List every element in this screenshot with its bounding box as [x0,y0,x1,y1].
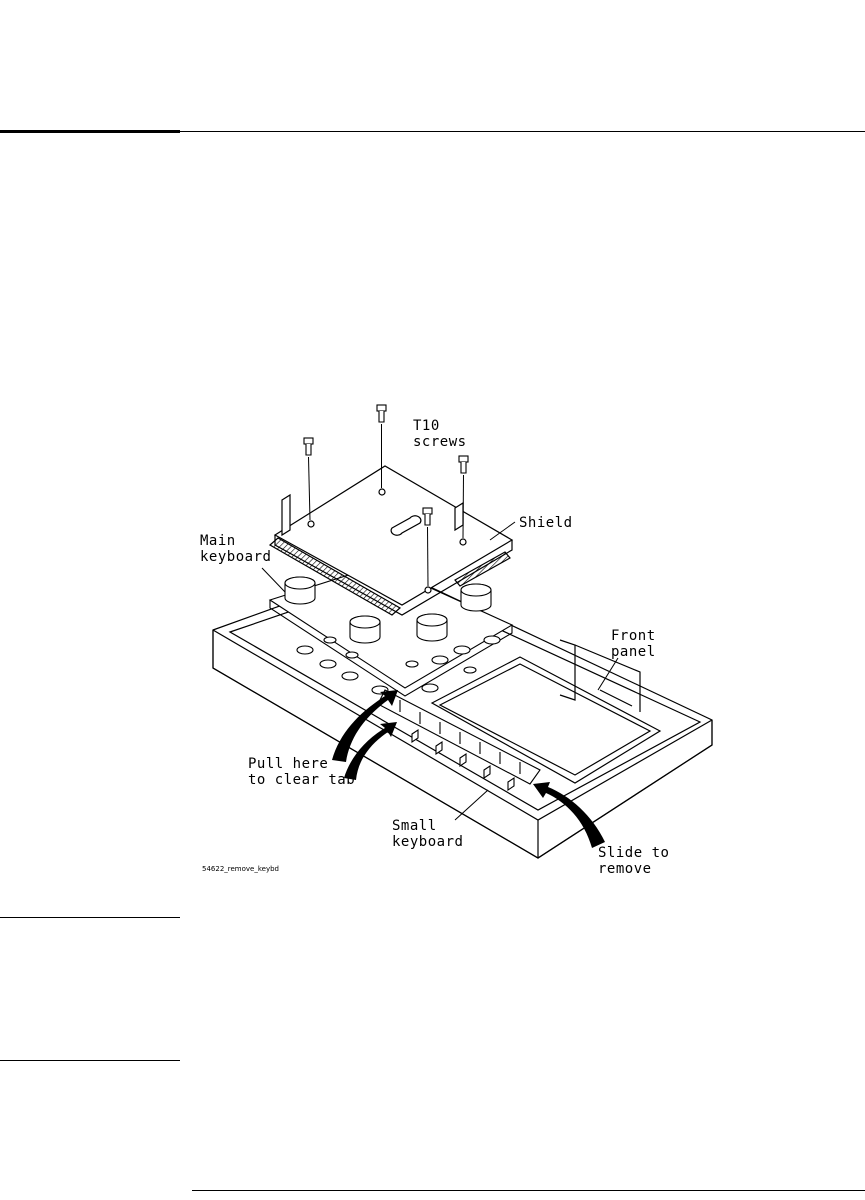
label-pull-here: Pull here [248,756,328,772]
header-rule-thick [0,130,180,133]
keyboard-removal-diagram: T10 screws Shield Main keyboard Front pa… [200,404,713,877]
screw-3 [458,455,469,539]
figure-file-id: 54622_remove_keybd [202,865,279,873]
screw-1 [376,404,387,488]
pull-arrow [332,690,398,780]
leader-lines [261,521,619,821]
screw-2 [303,437,314,521]
label-main: Main [200,533,236,549]
label-panel: panel [611,644,656,660]
slide-arrow [533,782,605,848]
header-rule-thin [180,131,865,132]
screw-4 [422,507,433,587]
label-shield: Shield [519,515,573,531]
label-t10: T10 [413,418,440,434]
label-small: Small [392,818,437,834]
section-rule-1 [0,917,180,918]
label-front: Front [611,628,656,644]
display-window [430,656,662,784]
label-remove: remove [598,861,652,877]
shield [268,465,514,616]
section-rule-2 [0,1060,180,1061]
t10-screws [303,404,469,587]
label-small-keyboard: keyboard [392,834,463,850]
label-to-clear-tab: to clear tab [248,772,355,788]
label-slide-to: Slide to [598,845,669,861]
label-screws: screws [413,434,467,450]
main-keyboard [268,564,514,697]
footer-rule [192,1190,865,1191]
label-main-keyboard: keyboard [200,549,271,565]
